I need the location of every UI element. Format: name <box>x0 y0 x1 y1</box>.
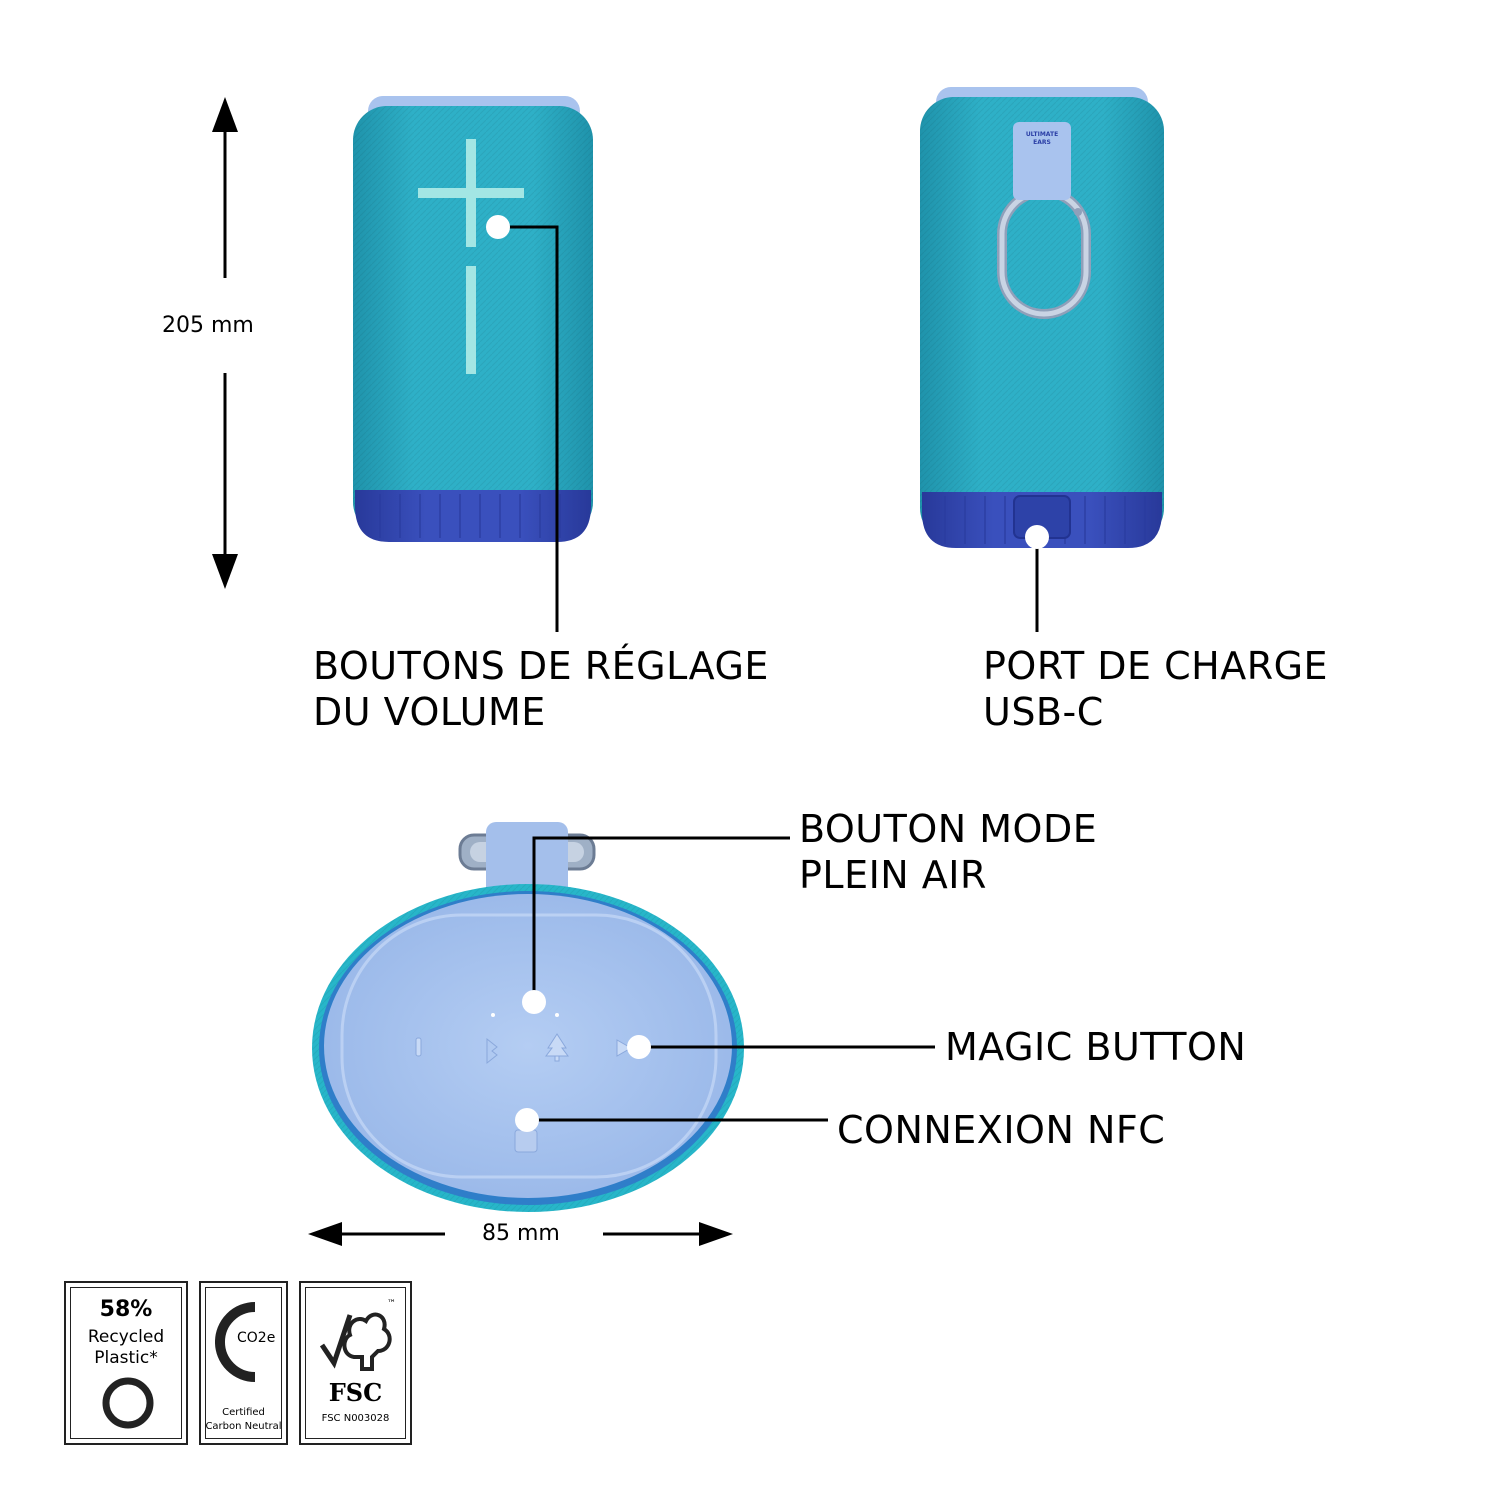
fsc-logo-text: FSC <box>328 1378 383 1407</box>
fsc-code: FSC N003028 <box>321 1413 390 1424</box>
width-dimension-arrow <box>308 1222 733 1246</box>
height-dimension-arrow <box>212 97 238 589</box>
play-pause-icon <box>616 1039 633 1057</box>
front-view-speaker <box>353 96 593 542</box>
nfc-callout-dot <box>515 1108 539 1132</box>
volume-buttons-label: BOUTONS DE RÉGLAGE DU VOLUME <box>313 643 769 735</box>
tree-icon <box>545 1033 569 1062</box>
recycled-plastic-badge: 58% Recycled Plastic* <box>64 1281 188 1445</box>
top-view-speaker <box>312 822 744 1212</box>
recycled-line2: Plastic* <box>94 1348 158 1368</box>
fsc-badge: ™ FSC FSC N003028 <box>299 1281 412 1445</box>
outdoor-callout-line <box>532 836 790 1002</box>
usb-label-line2: USB-C <box>983 690 1104 734</box>
top-carabiner <box>458 822 596 902</box>
outdoor-mode-label: BOUTON MODE PLEIN AIR <box>799 806 1097 898</box>
volume-callout-dot <box>486 215 510 239</box>
fsc-tree-icon <box>319 1312 392 1371</box>
magic-button-label: MAGIC BUTTON <box>945 1025 1247 1069</box>
volume-label-line1: BOUTONS DE RÉGLAGE <box>313 644 769 688</box>
outdoor-callout-dot <box>522 990 546 1014</box>
usb-callout-dot <box>1025 525 1049 549</box>
nfc-icon <box>514 1129 538 1153</box>
fsc-tm: ™ <box>387 1299 396 1309</box>
carbon-neutral-badge: CO2e Certified Carbon Neutral <box>199 1281 288 1445</box>
recycled-percent: 58% <box>99 1297 153 1322</box>
carbon-line1: Certified <box>222 1407 265 1418</box>
minus-volume-icon <box>466 266 476 374</box>
width-dimension-label: 85 mm <box>482 1221 560 1246</box>
svg-text:EARS: EARS <box>1033 139 1051 146</box>
plus-volume-icon <box>418 139 524 247</box>
carbon-co2: CO2e <box>237 1330 276 1346</box>
usb-port-label: PORT DE CHARGE USB-C <box>983 643 1328 735</box>
svg-text:ULTIMATE: ULTIMATE <box>1026 131 1058 138</box>
volume-callout-line <box>498 225 559 632</box>
power-icon <box>415 1037 422 1057</box>
usb-label-line1: PORT DE CHARGE <box>983 644 1329 688</box>
volume-label-line2: DU VOLUME <box>313 690 546 734</box>
recycle-icon <box>102 1377 154 1429</box>
brand-tag: ULTIMATE EARS <box>1013 122 1071 200</box>
recycled-line1: Recycled <box>87 1327 165 1347</box>
magic-callout-dot <box>627 1035 651 1059</box>
nfc-connection-label: CONNEXION NFC <box>837 1108 1166 1152</box>
callout-lines <box>498 225 1039 1122</box>
outdoor-label-line2: PLEIN AIR <box>799 853 987 897</box>
height-dimension-label: 205 mm <box>162 313 254 338</box>
bluetooth-icon <box>486 1037 498 1065</box>
back-view-speaker: ULTIMATE EARS <box>920 87 1164 548</box>
outdoor-label-line1: BOUTON MODE <box>799 807 1098 851</box>
carbon-line2: Carbon Neutral <box>205 1421 282 1432</box>
carbon-c-icon <box>215 1302 256 1382</box>
callout-dots <box>486 215 1049 1132</box>
